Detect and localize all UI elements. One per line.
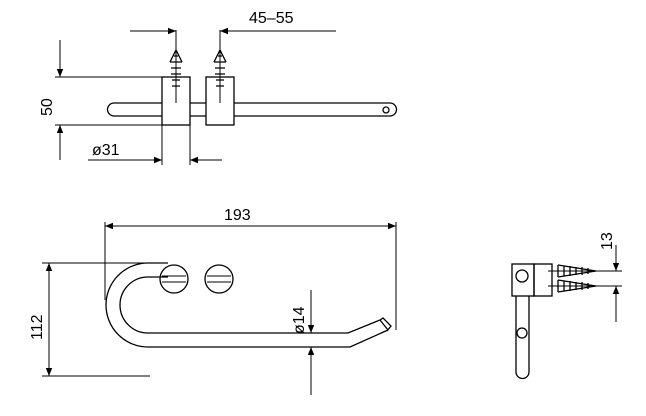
rod-top-view	[114, 102, 398, 117]
dim-screw-spacing: 45–55	[249, 10, 294, 27]
screw-side-bottom	[548, 279, 622, 293]
dim-rose-diameter: ø31	[92, 142, 120, 159]
screw-left	[169, 42, 183, 103]
rose-front-left	[159, 264, 189, 294]
front-view: 193 112 ø14	[29, 207, 397, 395]
dim-projection: 50	[39, 98, 56, 116]
screw-right	[213, 42, 227, 103]
dim-overall-height: 112	[29, 314, 46, 340]
screw-side-top	[548, 264, 622, 278]
top-view: 45–55 50 ø31	[39, 10, 398, 165]
dim-side-offset: 13	[599, 232, 616, 250]
side-view: 13	[511, 232, 622, 380]
rose-front-right	[204, 264, 234, 294]
dim-overall-width: 193	[224, 207, 251, 224]
rose-side	[511, 263, 535, 297]
dim-rod-diameter: ø14	[291, 306, 308, 334]
rod-front-view	[105, 262, 389, 348]
